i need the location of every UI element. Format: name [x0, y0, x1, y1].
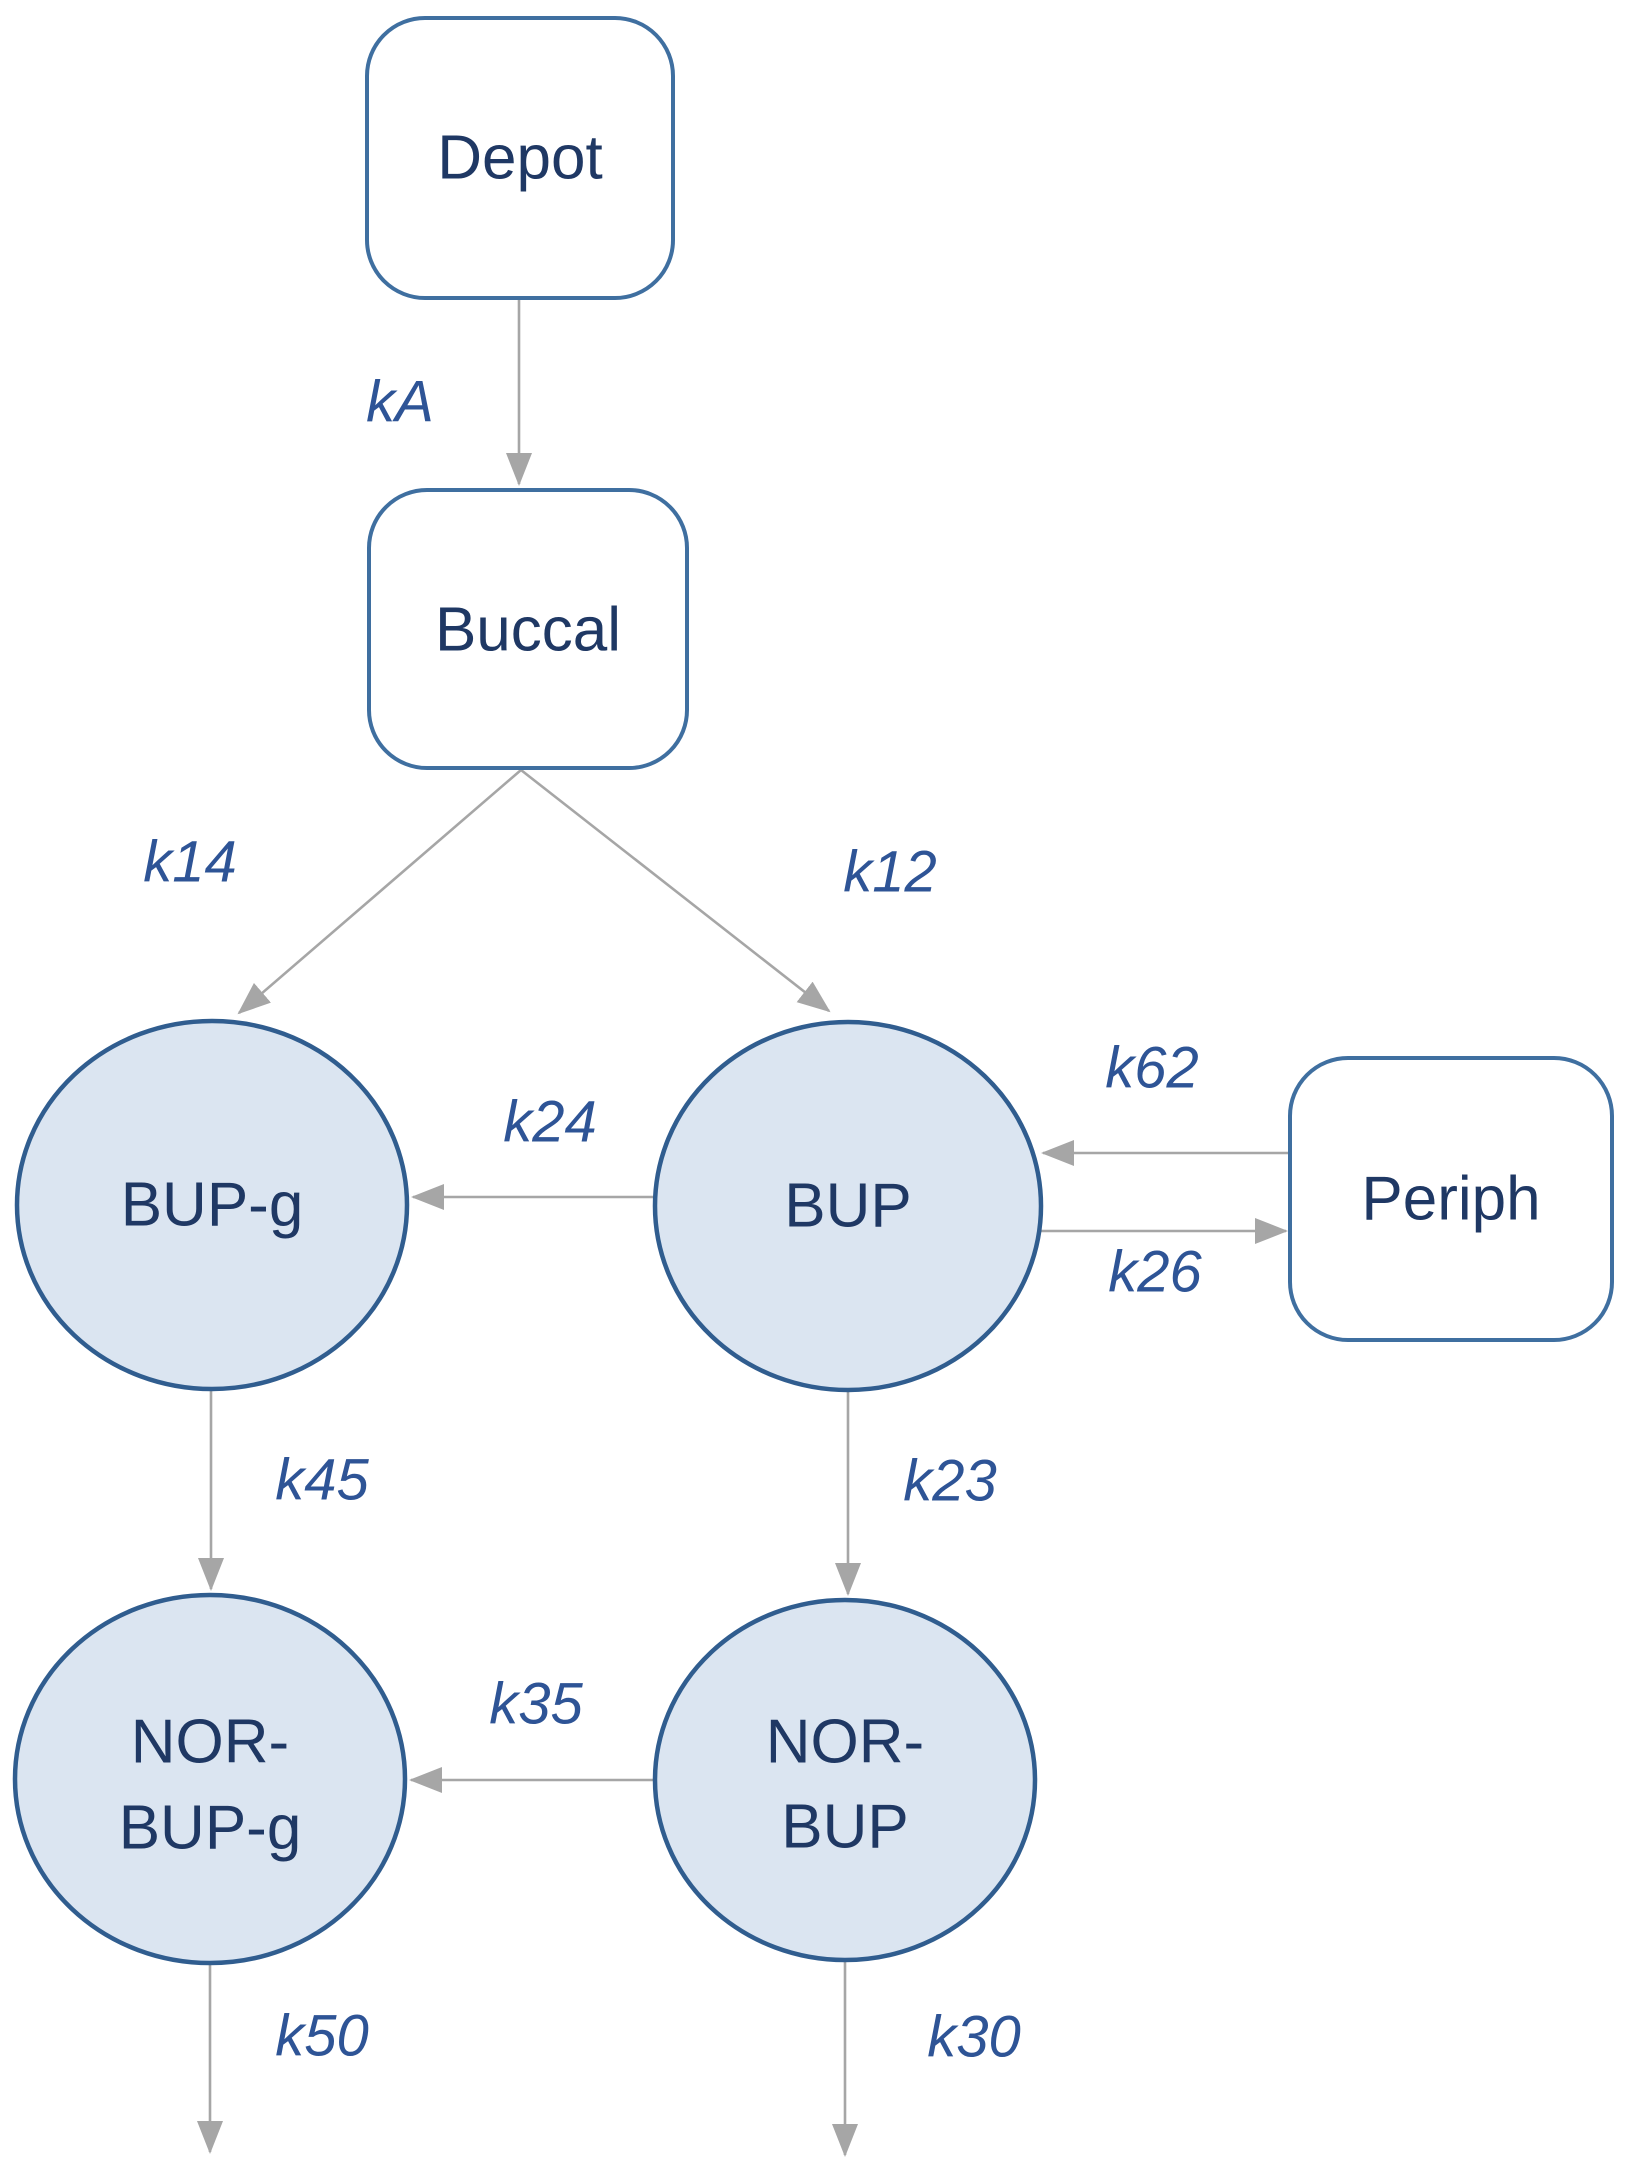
bup-label: BUP [784, 1172, 911, 1241]
node-bup: BUP [652, 1019, 1044, 1393]
rate-label-ka: kA [366, 370, 434, 435]
rate-label-k26: k26 [1108, 1240, 1202, 1305]
depot-box [365, 16, 675, 300]
buccal-box [367, 488, 689, 770]
rate-label-k12: k12 [843, 840, 937, 905]
arrow-k14 [237, 769, 522, 1015]
node-periph: Periph [1288, 1056, 1614, 1342]
rate-label-k30: k30 [927, 2005, 1021, 2070]
node-nor-bup-g: NOR- BUP-g [12, 1592, 408, 1966]
bup-g-label: BUP-g [121, 1171, 304, 1240]
rate-label-k45: k45 [275, 1448, 369, 1513]
rate-label-k24: k24 [503, 1090, 597, 1155]
nor-bup-g-label-line2: BUP-g [119, 1794, 302, 1863]
nor-bup-label-line2: BUP [781, 1793, 908, 1862]
rate-label-k23: k23 [903, 1449, 997, 1514]
node-nor-bup: NOR- BUP [652, 1597, 1038, 1963]
rate-label-k62: k62 [1105, 1036, 1199, 1101]
bup-g-circle [14, 1018, 410, 1392]
rate-label-k35: k35 [489, 1672, 583, 1737]
depot-label: Depot [437, 124, 602, 193]
node-depot: Depot [365, 16, 675, 300]
arrow-k12 [520, 768, 831, 1013]
node-bup-g: BUP-g [14, 1018, 410, 1392]
bup-circle [652, 1019, 1044, 1393]
nor-bup-g-label-line1: NOR- [131, 1708, 289, 1777]
rate-label-k14: k14 [143, 830, 237, 895]
nor-bup-g-circle [12, 1592, 408, 1966]
nor-bup-label-line1: NOR- [766, 1708, 924, 1777]
rate-label-k50: k50 [275, 2004, 369, 2069]
periph-box [1288, 1056, 1614, 1342]
node-buccal: Buccal [367, 488, 689, 770]
buccal-label: Buccal [435, 596, 621, 665]
periph-label: Periph [1361, 1165, 1540, 1234]
nor-bup-circle [652, 1597, 1038, 1963]
